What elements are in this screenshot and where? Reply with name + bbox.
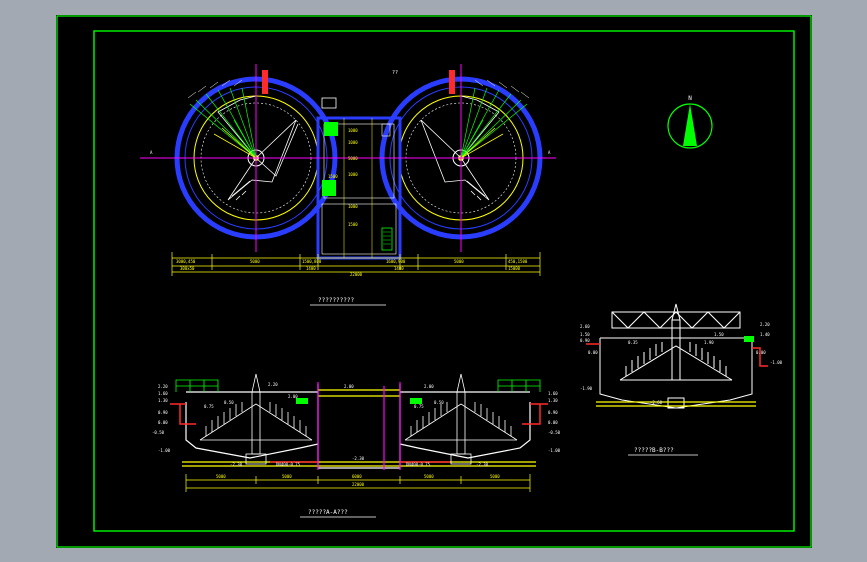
- section-bb-elevations-right: 2.20 1.40 0.00 -1.00: [756, 322, 783, 365]
- section-aa-pipe-right: DN400-0.75: [406, 462, 431, 467]
- plan-title: ??????????: [318, 297, 355, 304]
- svg-text:1000: 1000: [348, 128, 358, 133]
- svg-text:1400: 1400: [306, 266, 316, 271]
- section-aa-elevations-left: 2.20 1.60 1.30 0.90 0.00 -0.50 -1.00: [152, 384, 171, 453]
- section-aa-railings: [175, 379, 541, 392]
- svg-text:5000: 5000: [250, 259, 260, 264]
- svg-text:0.90: 0.90: [158, 410, 168, 415]
- svg-text:6000: 6000: [352, 474, 362, 479]
- svg-text:0.00: 0.00: [756, 350, 766, 355]
- svg-text:-0.50: -0.50: [152, 430, 165, 435]
- svg-text:5000: 5000: [282, 474, 292, 479]
- svg-text:-1.00: -1.00: [548, 448, 561, 453]
- section-aa-left-scraper: [199, 373, 313, 465]
- section-bb-title: ?????B-B???: [634, 447, 674, 454]
- plan-center-dims: 1000 1000 5000 1000 1500 1000 1500: [328, 128, 358, 227]
- section-aa: 2.20 1.60 1.30 0.90 0.00 -0.50 -1.00 1.6…: [152, 373, 561, 518]
- svg-text:0.00: 0.00: [588, 350, 598, 355]
- svg-text:-2.30: -2.30: [476, 462, 489, 467]
- svg-text:1000: 1000: [348, 172, 358, 177]
- svg-text:1600,900: 1600,900: [386, 259, 406, 264]
- svg-text:-2.60: -2.60: [650, 400, 663, 405]
- svg-text:1500: 1500: [328, 174, 338, 179]
- svg-text:1.50: 1.50: [714, 332, 724, 337]
- svg-text:-2.30: -2.30: [230, 462, 243, 467]
- svg-text:-0.50: -0.50: [548, 430, 561, 435]
- svg-text:0.00: 0.00: [548, 420, 558, 425]
- svg-text:22000: 22000: [350, 272, 363, 277]
- svg-text:-1.00: -1.00: [770, 360, 783, 365]
- svg-text:1500: 1500: [348, 222, 358, 227]
- svg-text:0.75: 0.75: [414, 404, 424, 409]
- svg-text:A: A: [150, 150, 153, 155]
- section-aa-marks: 2.20 2.00 2.00 2.00 0.75 0.50 0.75 0.50 …: [204, 382, 489, 467]
- svg-text:0.00: 0.00: [158, 420, 168, 425]
- svg-text:2.00: 2.00: [288, 394, 298, 399]
- svg-text:0.35: 0.35: [628, 340, 638, 345]
- svg-text:2.20: 2.20: [268, 382, 278, 387]
- svg-text:0.75: 0.75: [204, 404, 214, 409]
- svg-text:2.00: 2.00: [424, 384, 434, 389]
- svg-text:1.40: 1.40: [760, 332, 770, 337]
- north-label: N: [688, 95, 692, 102]
- svg-text:2.00: 2.00: [344, 384, 354, 389]
- plan-dimension-lines: [171, 252, 541, 276]
- svg-text:450,1500: 450,1500: [508, 259, 528, 264]
- section-bb: 2.60 1.50 0.90 0.00 -1.90 2.20 1.40 0.00…: [580, 303, 783, 456]
- svg-text:15000: 15000: [508, 266, 521, 271]
- svg-text:1400: 1400: [394, 266, 404, 271]
- section-bb-tank: [599, 337, 753, 409]
- svg-text:0.50: 0.50: [434, 400, 444, 405]
- outer-border: [56, 15, 812, 548]
- section-aa-pipe-left: DN400-0.75: [276, 462, 301, 467]
- section-aa-elevations-right: 1.60 1.30 0.90 0.00 -0.50 -1.00: [548, 391, 561, 453]
- svg-text:-1.00: -1.00: [158, 448, 171, 453]
- svg-text:-2.30: -2.30: [352, 456, 365, 461]
- section-aa-right-scraper: [404, 373, 518, 465]
- north-arrow: N: [667, 95, 713, 149]
- svg-text:2.20: 2.20: [158, 384, 168, 389]
- svg-text:1.90: 1.90: [704, 340, 714, 345]
- svg-text:0.90: 0.90: [580, 338, 590, 343]
- plan-top-mark: ??: [392, 70, 398, 76]
- svg-text:5000: 5000: [424, 474, 434, 479]
- section-aa-dimension-text: 5000 5000 6000 5000 5000 22000: [216, 474, 500, 487]
- svg-text:2.60: 2.60: [580, 324, 590, 329]
- svg-text:22000: 22000: [352, 482, 365, 487]
- svg-text:0.50: 0.50: [224, 400, 234, 405]
- svg-text:1.30: 1.30: [548, 398, 558, 403]
- section-aa-dimension-lines: [185, 474, 531, 492]
- svg-text:1500,800: 1500,800: [302, 259, 322, 264]
- svg-text:5000: 5000: [490, 474, 500, 479]
- inner-border: [93, 30, 795, 532]
- svg-text:0.90: 0.90: [548, 410, 558, 415]
- svg-text:5000: 5000: [348, 156, 358, 161]
- section-bb-elevations-left: 2.60 1.50 0.90 0.00 -1.90: [580, 324, 598, 391]
- svg-text:2.20: 2.20: [760, 322, 770, 327]
- drawing-canvas[interactable]: [56, 15, 812, 548]
- section-bb-marks: 1.50 1.90 0.35 -2.60: [628, 332, 724, 405]
- svg-text:1000: 1000: [348, 140, 358, 145]
- svg-text:1.60: 1.60: [548, 391, 558, 396]
- section-bb-pipes: [586, 343, 768, 367]
- svg-text:300x50: 300x50: [180, 266, 195, 271]
- svg-text:1000: 1000: [348, 204, 358, 209]
- svg-text:3000,450: 3000,450: [176, 259, 196, 264]
- svg-text:1.30: 1.30: [158, 398, 168, 403]
- plan-dimension-text: 3000,450 5000 1500,800 1600,900 5000 450…: [176, 259, 528, 277]
- svg-text:5000: 5000: [454, 259, 464, 264]
- section-aa-pipes: [170, 403, 548, 463]
- svg-text:A: A: [548, 150, 551, 155]
- svg-text:1.60: 1.60: [158, 391, 168, 396]
- svg-text:5000: 5000: [216, 474, 226, 479]
- svg-text:1.50: 1.50: [580, 332, 590, 337]
- plan-view: A A ?? 1000 1000 5000 1000 1500 1000 150…: [140, 64, 556, 306]
- section-aa-title: ?????A-A???: [308, 509, 348, 516]
- svg-text:-1.90: -1.90: [580, 386, 593, 391]
